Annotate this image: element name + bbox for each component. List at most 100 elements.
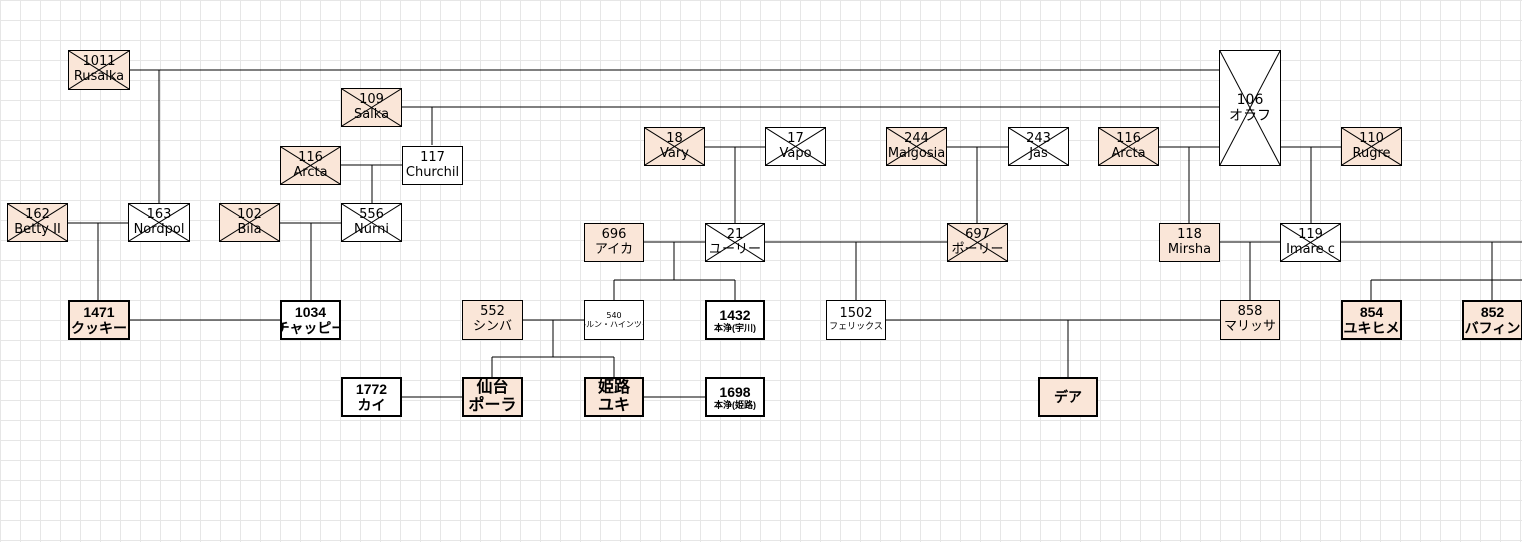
node-name: Rusalka: [73, 69, 125, 84]
node-id: 106: [1236, 91, 1264, 108]
node-109-salka[interactable]: 109 Salka: [341, 88, 402, 127]
node-name: バフィン: [1464, 320, 1521, 336]
node-name: Churchil: [405, 164, 460, 180]
node-id: 109: [359, 91, 384, 107]
node-id: 858: [1237, 304, 1263, 320]
node-162-betty[interactable]: 162 Betty II: [7, 203, 68, 242]
node-name: デア: [1054, 388, 1082, 405]
node-21-yuri[interactable]: 21 ユーリー: [705, 223, 765, 262]
node-name: チャッピー: [282, 320, 339, 336]
node-id: 117: [420, 149, 445, 165]
node-name: Vapo: [779, 145, 812, 161]
node-name: カイ: [357, 397, 386, 413]
node-name: Mirsha: [1167, 241, 1212, 257]
node-id: 仙台: [476, 378, 509, 396]
node-119-imarec[interactable]: 119 Imare c: [1280, 223, 1341, 262]
node-id: 1471: [83, 303, 115, 320]
node-sendai-pola[interactable]: 仙台 ポーラ: [462, 377, 523, 417]
node-id: 1772: [355, 380, 388, 397]
node-117-churchil[interactable]: 117 Churchil: [402, 146, 463, 185]
node-name: Arcta: [293, 164, 328, 180]
node-name: 本浄(姫路): [714, 399, 756, 410]
node-dea[interactable]: デア: [1038, 377, 1098, 417]
node-name: クッキー: [71, 320, 127, 336]
node-id: 852: [1480, 303, 1505, 320]
node-id: 21: [726, 226, 744, 242]
node-1502-felix[interactable]: 1502 フェリックス: [826, 300, 886, 340]
node-name: ユーリー: [708, 241, 761, 257]
node-116-arcta-2[interactable]: 116 Arcta: [1098, 127, 1159, 166]
node-id: 1502: [839, 306, 873, 322]
node-id: 119: [1298, 226, 1323, 242]
node-854-yukihime[interactable]: 854 ユキヒメ: [1341, 300, 1402, 340]
node-id: 697: [965, 226, 990, 242]
node-id: 696: [601, 226, 627, 242]
node-243-jas[interactable]: 243 Jas: [1008, 127, 1069, 166]
node-name: Vary: [660, 145, 689, 161]
node-name: Nordpol: [133, 221, 185, 237]
node-id: 162: [25, 206, 50, 222]
node-id: 1034: [294, 303, 327, 320]
node-1034-chappy[interactable]: 1034 チャッピー: [280, 300, 341, 340]
node-name: Rugre: [1352, 145, 1391, 161]
node-id: 116: [298, 149, 323, 165]
node-163-nordpol[interactable]: 163 Nordpol: [128, 203, 190, 242]
node-id: 854: [1359, 303, 1384, 320]
node-17-vapo[interactable]: 17 Vapo: [765, 127, 826, 166]
node-106-olaf[interactable]: 106 オラフ: [1219, 50, 1281, 166]
node-name: ピルルン・ハインツイチ: [585, 320, 643, 329]
node-id: 552: [480, 304, 505, 320]
node-name: 本浄(宇川): [714, 322, 756, 333]
node-name: Malgosia: [887, 145, 946, 161]
node-name: ポーリー: [951, 241, 1004, 257]
node-name: Imare c: [1286, 241, 1335, 257]
node-id: 163: [146, 206, 172, 222]
node-name: オラフ: [1229, 108, 1271, 124]
node-1432[interactable]: 1432 本浄(宇川): [705, 300, 765, 340]
node-1011-rusalka[interactable]: 1011 Rusalka: [68, 50, 130, 90]
node-id: 244: [904, 130, 929, 146]
node-696-aika[interactable]: 696 アイカ: [584, 223, 644, 262]
node-556-nurni[interactable]: 556 Nurni: [341, 203, 402, 242]
node-118-mirsha[interactable]: 118 Mirsha: [1159, 223, 1220, 262]
node-name: ユキヒメ: [1343, 320, 1400, 336]
node-id: 243: [1026, 130, 1051, 146]
node-name: Jas: [1029, 145, 1048, 161]
node-name: Arcta: [1111, 145, 1146, 161]
node-name: Salka: [353, 106, 390, 122]
node-1471-cookie[interactable]: 1471 クッキー: [68, 300, 130, 340]
node-name: フェリックス: [829, 322, 883, 333]
node-himeji-yuki[interactable]: 姫路 ユキ: [584, 377, 644, 417]
node-1772-kai[interactable]: 1772 カイ: [341, 377, 402, 417]
node-id: 118: [1177, 226, 1202, 242]
node-697-polly[interactable]: 697 ポーリー: [947, 223, 1008, 262]
node-name: Bila: [237, 221, 262, 237]
node-id: 姫路: [597, 378, 630, 396]
node-id: 17: [787, 130, 804, 146]
node-18-vary[interactable]: 18 Vary: [644, 127, 705, 166]
node-id: 1011: [82, 54, 116, 70]
node-244-malgosia[interactable]: 244 Malgosia: [886, 127, 947, 166]
node-102-bila[interactable]: 102 Bila: [219, 203, 280, 242]
node-id: 110: [1359, 130, 1384, 146]
node-id: 556: [359, 206, 384, 222]
node-id: 540: [606, 310, 622, 320]
node-id: 1698: [719, 383, 751, 400]
node-id: 102: [237, 206, 262, 222]
node-name: Nurni: [354, 221, 389, 237]
node-1698[interactable]: 1698 本浄(姫路): [705, 377, 765, 417]
node-110-rugre[interactable]: 110 Rugre: [1341, 127, 1402, 166]
node-552-simba[interactable]: 552 シンバ: [462, 300, 523, 340]
node-116-arcta[interactable]: 116 Arcta: [280, 146, 341, 185]
node-852-baffin[interactable]: 852 バフィン: [1462, 300, 1522, 340]
node-id: 116: [1116, 130, 1141, 146]
node-540[interactable]: 540 ピルルン・ハインツイチ: [584, 300, 644, 340]
node-name: Betty II: [14, 221, 61, 237]
node-858-marissa[interactable]: 858 マリッサ: [1220, 300, 1280, 340]
node-name: ポーラ: [468, 397, 517, 414]
node-name: マリッサ: [1223, 319, 1276, 334]
node-name: アイカ: [594, 241, 634, 257]
node-id: 18: [666, 130, 683, 146]
node-name: ユキ: [597, 397, 630, 414]
